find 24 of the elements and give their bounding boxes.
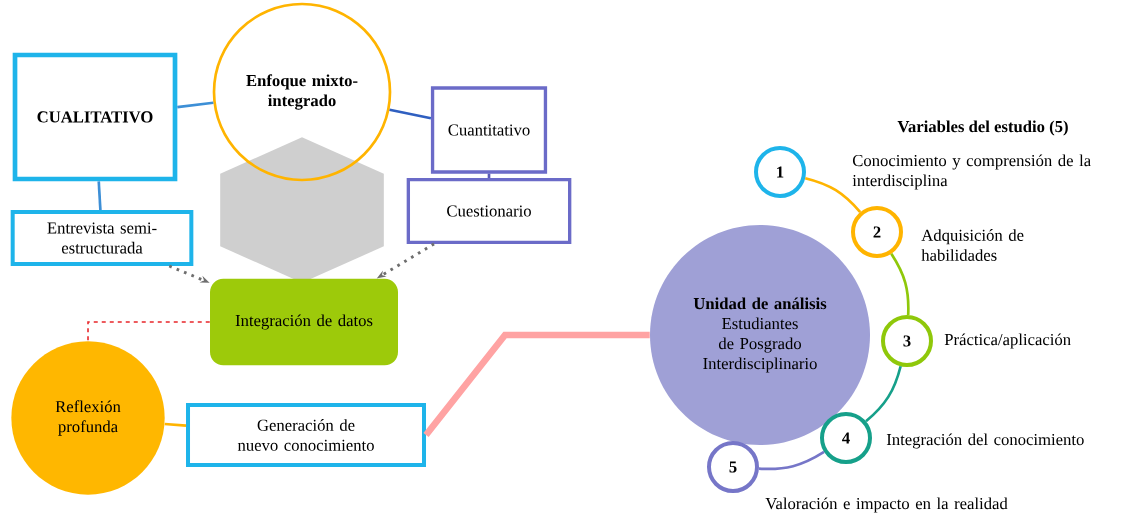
connector — [758, 450, 825, 471]
connector — [177, 101, 214, 109]
variable-label: Práctica/aplicación — [944, 333, 1071, 349]
connector — [890, 253, 910, 316]
connector — [87, 321, 211, 342]
connector — [487, 173, 491, 178]
text-box: CUALITATIVO — [12, 52, 178, 182]
variable-label: Adquisición de habilidades — [921, 229, 1024, 261]
connector — [97, 181, 102, 211]
text-box: Generación de nuevo conocimiento — [186, 403, 426, 467]
rounded-box: Integración de datos — [210, 278, 398, 366]
connector — [804, 176, 862, 214]
connector — [389, 108, 432, 120]
text-box: Entrevista semi-estructurada — [10, 210, 194, 266]
circle-node: Reflexión profunda — [11, 341, 165, 495]
text-box: Cuestionario — [406, 178, 572, 244]
variable-label: Valoración e impacto en la realidad — [765, 497, 1008, 513]
variable-label: Integración del conocimiento — [886, 433, 1084, 449]
variable-label: Conocimiento y comprensión de la interdisciplina — [852, 154, 1091, 190]
text-box: Cuantitativo — [430, 86, 548, 174]
heading: Variables del estudio (5) — [897, 120, 1068, 136]
connector — [164, 422, 187, 427]
circle-node: Enfoque mixto-integrado — [212, 2, 392, 182]
connector — [865, 365, 902, 423]
